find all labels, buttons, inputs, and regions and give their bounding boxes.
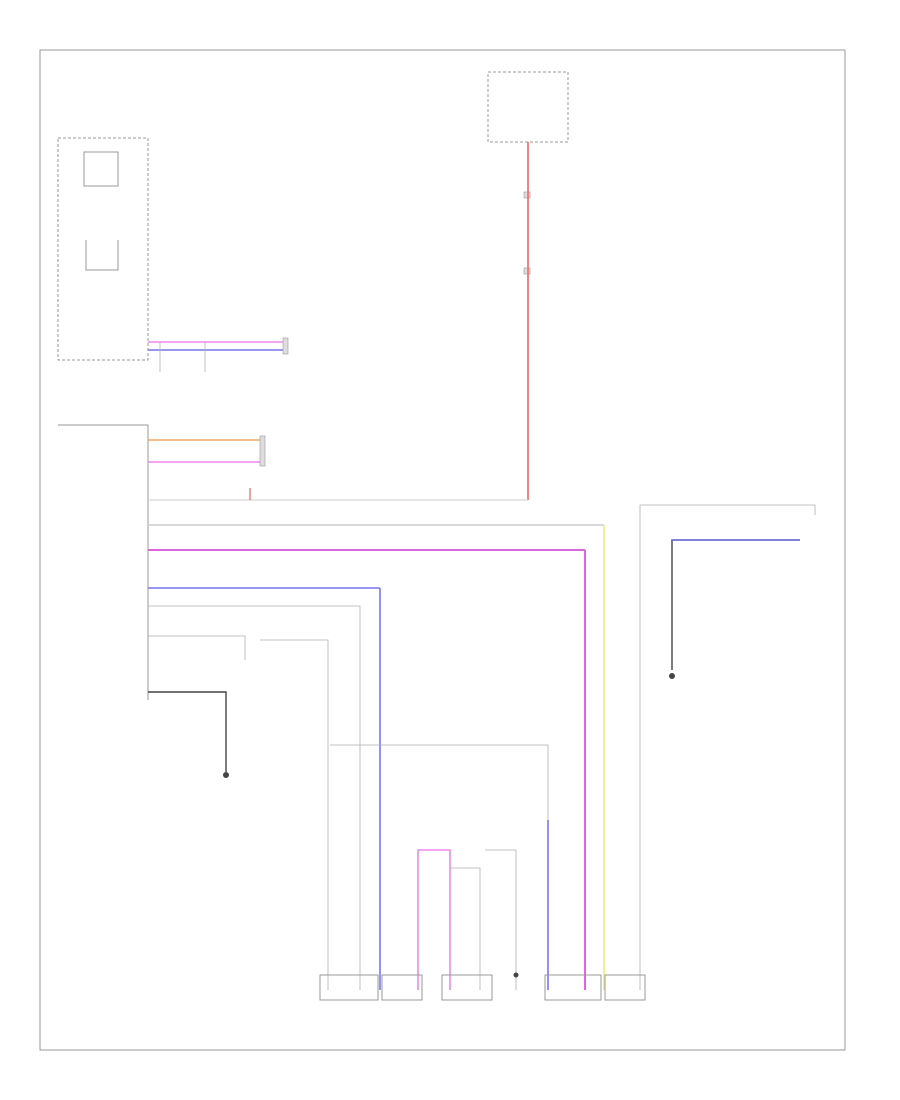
can-wires-top xyxy=(148,337,289,372)
ground-wire-left xyxy=(148,691,229,778)
belt-sensor-left-front xyxy=(544,974,646,1001)
sensor-ground-bar xyxy=(330,744,549,990)
display-square-icon xyxy=(83,151,119,187)
passenger-sensor-wires xyxy=(417,849,519,990)
passenger-presence-sensor xyxy=(441,974,493,1001)
diagram-frame xyxy=(39,49,846,1051)
yellow-wire xyxy=(148,524,605,990)
blue-wire xyxy=(148,587,381,990)
center-stack-module xyxy=(57,137,149,361)
red-feed-wire xyxy=(148,142,529,501)
bracket-icon xyxy=(85,240,119,271)
gray-wire xyxy=(148,605,361,990)
right-side-wires xyxy=(639,504,816,990)
belt-sensor-right-front xyxy=(319,974,423,1001)
restraints-module xyxy=(58,424,149,700)
data-link-wires xyxy=(148,435,266,467)
magenta-wire xyxy=(148,549,586,990)
